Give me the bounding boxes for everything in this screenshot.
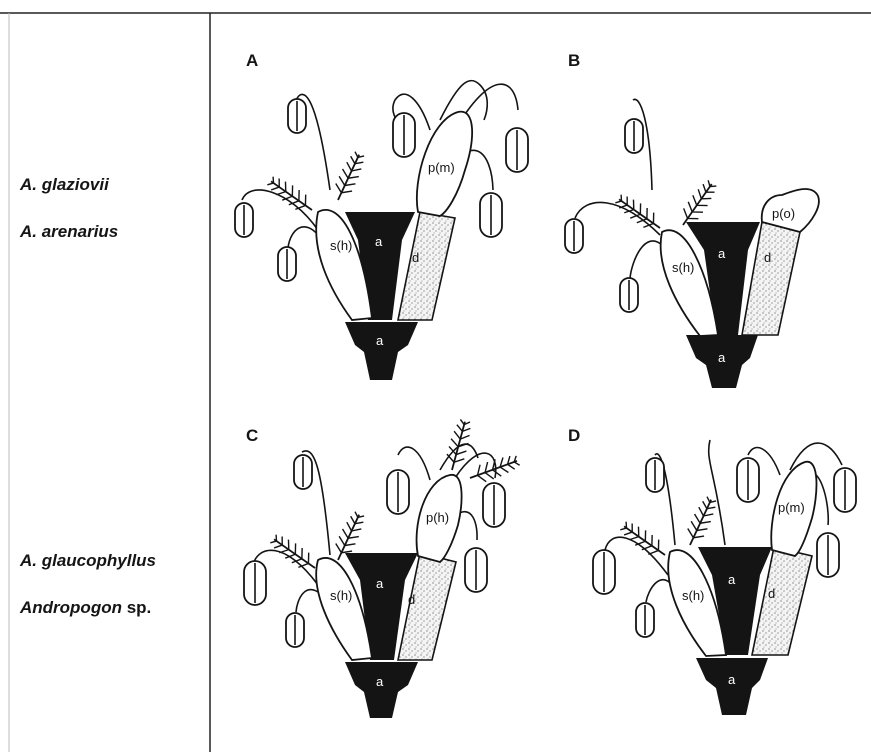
panel-letter-d: D [568, 426, 580, 446]
panel-a-base-label: a [376, 333, 384, 348]
panel-c-base-label: a [376, 674, 384, 689]
panel-a-axis-label: a [375, 234, 383, 249]
species-a-glaucophyllus: A. glaucophyllus [20, 551, 156, 571]
panel-d-base-label: a [728, 672, 736, 687]
panel-letter-b: B [568, 51, 580, 71]
panel-d-drawing: s(h) a d p(m) a [593, 440, 856, 715]
panel-b-axis-label: a [718, 246, 726, 261]
species-a-arenarius: A. arenarius [20, 222, 118, 242]
panel-a-sessile-label: s(h) [330, 238, 352, 253]
panel-c-pedicel-label: d [408, 592, 415, 607]
panel-c-axis-label: a [376, 576, 384, 591]
panel-letter-a: A [246, 51, 258, 71]
panel-b-sessile-label: s(h) [672, 260, 694, 275]
panel-b-drawing: s(h) a d p(o) a [565, 99, 819, 388]
panel-c-sessile-label: s(h) [330, 588, 352, 603]
panel-b-pedicel-label: d [764, 250, 771, 265]
panel-d-pedicel-label: d [768, 586, 775, 601]
panel-d-upper-label: p(m) [778, 500, 805, 515]
panel-letter-c: C [246, 426, 258, 446]
panel-c-upper-label: p(h) [426, 510, 449, 525]
panel-b-base-label: a [718, 350, 726, 365]
species-andropogon-sp: Andropogon sp. [20, 598, 151, 618]
panel-a-upper-label: p(m) [428, 160, 455, 175]
panel-a-pedicel-label: d [412, 250, 419, 265]
species-a-glaziovii: A. glaziovii [20, 175, 109, 195]
panel-b-upper-label: p(o) [772, 206, 795, 221]
panel-d-sessile-label: s(h) [682, 588, 704, 603]
panel-a-drawing: s(h) a d p(m) a [235, 81, 528, 380]
panel-c-drawing: s(h) a d p(h) a [244, 418, 521, 718]
panel-d-axis-label: a [728, 572, 736, 587]
